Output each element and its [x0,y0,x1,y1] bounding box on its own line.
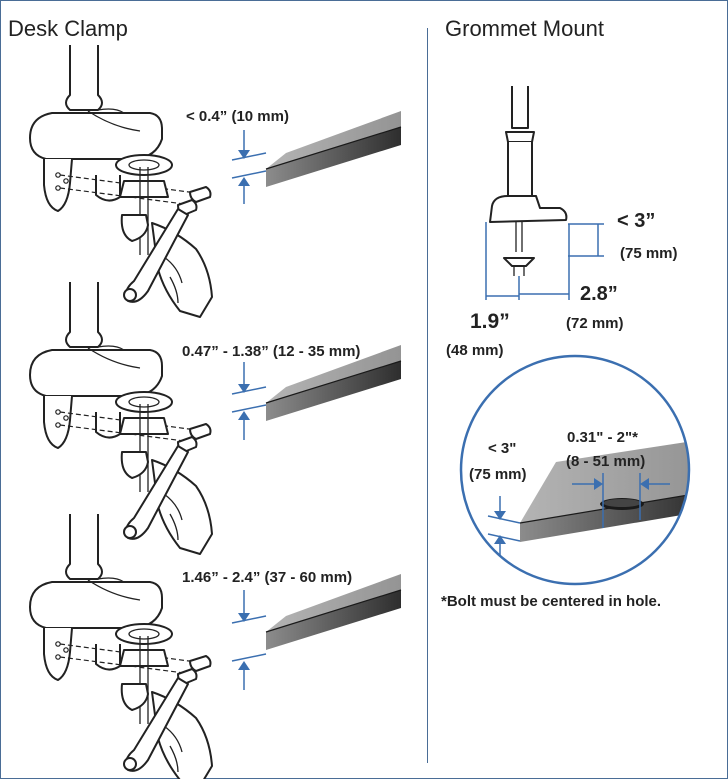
clamp-illustration-1 [29,44,213,318]
grommet-depth-mm: (72 mm) [566,315,624,332]
clamp-illustration-3 [29,513,213,779]
step-2-label: 0.47” - 1.38” (12 - 35 mm) [182,343,361,360]
grommet-depth-inches: 2.8” [580,283,618,305]
grommet-hole-detail [459,354,691,586]
grommet-width-inches: 1.9” [470,310,510,333]
clamp-illustration-2 [29,281,213,555]
bolt-footnote: *Bolt must be centered in hole. [441,593,662,610]
grommet-width-mm: (48 mm) [446,342,504,359]
grommet-height-mm: (75 mm) [620,245,678,262]
detail-thickness-mm: (75 mm) [469,466,527,483]
grommet-mount-heading: Grommet Mount [445,16,604,41]
detail-hole-mm: (8 - 51 mm) [566,453,646,470]
desk-clamp-heading: Desk Clamp [8,16,128,41]
step-1-label: < 0.4” (10 mm) [186,108,289,125]
detail-thickness-inches: < 3" [488,440,517,457]
step-3-label: 1.46” - 2.4” (37 - 60 mm) [182,569,353,586]
grommet-mount-illustration [485,86,604,300]
thickness-guide-3 [231,590,267,690]
section-divider [427,28,428,763]
grommet-height-inches: < 3” [617,210,656,232]
detail-hole-inches: 0.31" - 2"* [567,429,638,446]
thickness-guide-1 [231,130,267,204]
thickness-guide-2 [231,362,267,440]
